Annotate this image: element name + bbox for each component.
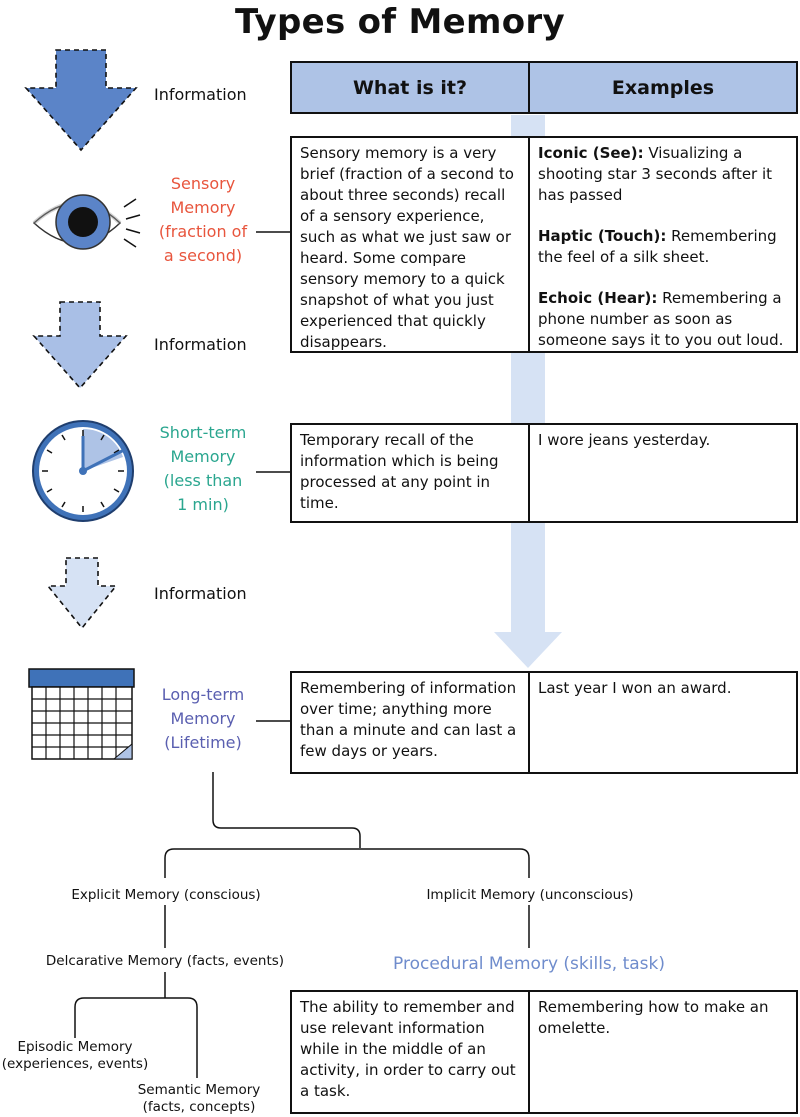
- short-term-label-line: 1 min): [177, 495, 229, 514]
- information-label-1: Information: [154, 85, 247, 104]
- long-term-label-line: Long-term: [161, 685, 245, 704]
- long-term-examples-cell: Last year I won an award.: [528, 671, 798, 774]
- long-term-what-cell: Remembering of information over time; an…: [290, 671, 530, 774]
- example-term: Echoic (Hear):: [538, 289, 658, 307]
- declarative-memory-label: Delcarative Memory (facts, events): [45, 953, 285, 969]
- example-text: Remembering the feel of a silk sheet.: [538, 227, 777, 266]
- information-arrow-small-icon: [46, 557, 118, 630]
- short-term-what-cell: Temporary recall of the information whic…: [290, 423, 530, 523]
- sensory-label-line: (fraction of: [158, 222, 248, 241]
- episodic-memory-label: Episodic Memory (experiences, events): [0, 1039, 150, 1073]
- implicit-memory-label: Implicit Memory (unconscious): [426, 887, 634, 903]
- sensory-label-line: Memory: [170, 198, 236, 217]
- short-term-label-line: Short-term: [159, 423, 247, 442]
- declarative-branch: [74, 997, 198, 1078]
- long-term-label-line: Memory: [170, 709, 236, 728]
- eye-icon: [32, 194, 141, 250]
- information-label-3: Information: [154, 584, 247, 603]
- example-text: Visualizing a shooting star 3 seconds af…: [538, 144, 773, 204]
- episodic-label-line: (experiences, events): [1, 1056, 149, 1072]
- information-label-2: Information: [154, 335, 247, 354]
- explicit-memory-label: Explicit Memory (conscious): [71, 887, 261, 903]
- procedural-examples-cell: Remembering how to make an omelette.: [528, 990, 798, 1114]
- sensory-what-cell: Sensory memory is a very brief (fraction…: [290, 136, 530, 353]
- example-term: Haptic (Touch):: [538, 227, 667, 245]
- semantic-memory-label: Semantic Memory (facts, concepts): [128, 1082, 270, 1116]
- flow-arrow-head: [494, 632, 562, 668]
- short-term-examples-cell: I wore jeans yesterday.: [528, 423, 798, 523]
- short-term-memory-label: Short-term Memory (less than 1 min): [150, 421, 256, 517]
- example-haptic: Haptic (Touch): Remembering the feel of …: [538, 226, 788, 268]
- clock-icon: [32, 420, 134, 522]
- calendar-icon: [28, 668, 135, 760]
- sensory-label-line: a second): [163, 246, 243, 265]
- short-term-label-line: (less than: [163, 471, 243, 490]
- information-arrow-medium-icon: [32, 301, 128, 390]
- information-arrow-large-icon: [24, 49, 138, 152]
- sensory-examples-cell: Iconic (See): Visualizing a shooting sta…: [528, 136, 798, 353]
- semantic-label-line: (facts, concepts): [142, 1099, 256, 1115]
- semantic-label-line: Semantic Memory: [137, 1082, 261, 1098]
- example-term: Iconic (See):: [538, 144, 644, 162]
- procedural-what-cell: The ability to remember and use relevant…: [290, 990, 530, 1114]
- example-iconic: Iconic (See): Visualizing a shooting sta…: [538, 143, 788, 206]
- episodic-label-line: Episodic Memory: [17, 1039, 133, 1055]
- long-term-memory-label: Long-term Memory (Lifetime): [150, 683, 256, 755]
- tree-trunk: [212, 772, 361, 848]
- tree-branch-top: [164, 848, 530, 878]
- long-term-label-line: (Lifetime): [164, 733, 242, 752]
- sensory-memory-label: Sensory Memory (fraction of a second): [150, 172, 256, 268]
- example-text: Remembering a phone number as soon as so…: [538, 289, 784, 349]
- example-echoic: Echoic (Hear): Remembering a phone numbe…: [538, 288, 788, 351]
- header-examples: Examples: [528, 61, 798, 114]
- short-term-label-line: Memory: [170, 447, 236, 466]
- procedural-memory-label: Procedural Memory (skills, task): [393, 954, 665, 974]
- sensory-label-line: Sensory: [170, 174, 236, 193]
- header-what-is-it: What is it?: [290, 61, 530, 114]
- page-title: Types of Memory: [235, 2, 565, 42]
